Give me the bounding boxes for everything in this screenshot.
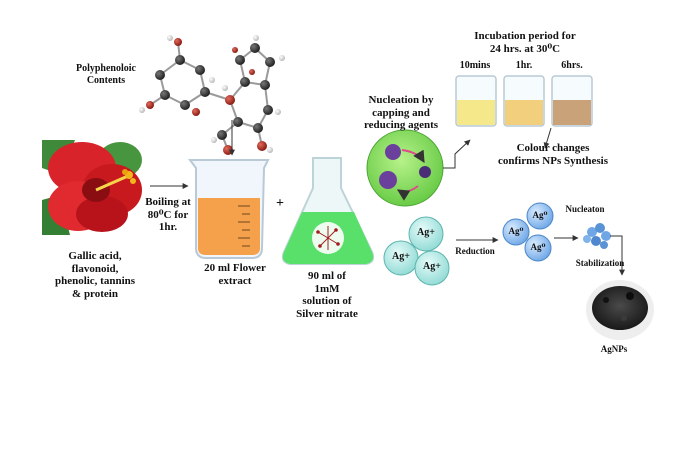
hibiscus-flower-image [42, 140, 142, 235]
ag-zero-label-1: Ag⁰ [532, 210, 548, 220]
reduction-label: Reduction [455, 246, 495, 256]
boiling-label: Boiling at 80⁰C for 1hr. [145, 196, 191, 234]
agnps-powder-image [586, 280, 654, 340]
nucleation-to-beakers-arrow [443, 139, 471, 169]
ag-ion-label-1: Ag+ [417, 227, 435, 238]
silver-atom-cluster [502, 202, 554, 262]
incubation-beaker-1 [455, 75, 497, 127]
silver-ions [383, 216, 450, 286]
extract-beaker [188, 159, 270, 259]
stabilized-cluster [583, 223, 611, 249]
nucleation-circle [366, 129, 444, 207]
incubation-beaker-3 [551, 75, 593, 127]
ingredients-label: Gallic acid, flavonoid, phenolic, tannin… [54, 250, 136, 300]
silver-nitrate-flask [281, 157, 375, 265]
plus-sign: + [276, 196, 284, 211]
time-6hrs-label: 6hrs. [561, 60, 583, 71]
flower-extract-label: 20 ml Flower extract [204, 262, 266, 287]
polyphenolic-label: Polyphenoloic Contents [75, 63, 136, 86]
nucleation-label: Nucleation by capping and reducing agent… [363, 94, 439, 132]
stabilization-to-powder-arrow [610, 235, 625, 276]
silver-nitrate-label: 90 ml of 1mM solution of Silver nitrate [296, 270, 358, 320]
ag-ion-label-2: Ag+ [392, 251, 410, 262]
colour-changes-label: Colour changes confirms NPs Synthesis [497, 142, 608, 167]
ag-zero-label-3: Ag⁰ [530, 242, 546, 252]
ag-zero-label-2: Ag⁰ [508, 226, 524, 236]
time-10mins-label: 10mins [459, 60, 491, 71]
incubation-label: Incubation period for 24 hrs. at 30⁰C [474, 30, 576, 55]
agnps-label: AgNPs [600, 344, 628, 354]
molecule-atoms [139, 35, 285, 155]
ag-ion-label-3: Ag+ [423, 261, 441, 272]
incubation-beaker-2 [503, 75, 545, 127]
stabilization-label: Stabilization [575, 258, 625, 268]
beakers-to-colour-arrow [543, 127, 552, 149]
time-1hr-label: 1hr. [515, 60, 533, 71]
nucleaton-label: Nucleaton [565, 204, 605, 214]
